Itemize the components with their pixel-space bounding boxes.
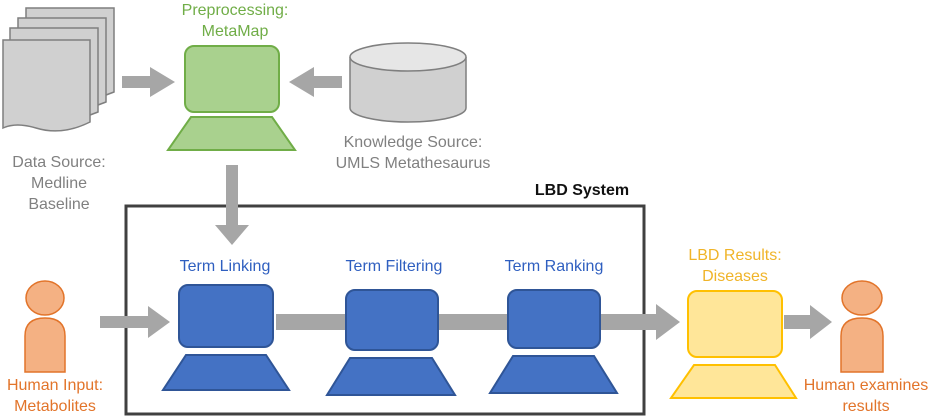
lbd-system-title: LBD System xyxy=(534,182,630,199)
lbd-results-label: LBD Results: Diseases xyxy=(670,245,800,287)
arrow-data-to-preprocessing xyxy=(122,67,175,97)
knowledge-source-label-line2: UMLS Metathesaurus xyxy=(335,155,491,172)
preprocessing-label-line1: Preprocessing: xyxy=(181,2,289,19)
arrow-input-to-linking xyxy=(100,306,170,338)
arrow-knowledge-to-preprocessing xyxy=(289,67,342,97)
database-icon xyxy=(349,42,467,123)
lbd-system-box xyxy=(124,204,646,416)
human-input-label-line2: Metabolites xyxy=(14,398,96,415)
data-source-label-line1: Data Source: xyxy=(12,154,106,171)
pipeline-arrows xyxy=(100,67,832,340)
knowledge-source-label-line1: Knowledge Source: xyxy=(343,134,483,151)
connector-linking-to-filtering xyxy=(276,314,348,330)
lbd-results-label-line2: Diseases xyxy=(702,268,768,285)
human-input-label: Human Input: Metabolites xyxy=(0,375,110,417)
computer-icon-preprocessing xyxy=(166,45,297,151)
data-source-label-line3: Baseline xyxy=(28,196,90,213)
computer-icon-term-linking xyxy=(161,284,291,391)
knowledge-source-label: Knowledge Source: UMLS Metathesaurus xyxy=(318,132,508,174)
connector-filtering-to-ranking xyxy=(436,314,510,330)
data-source-label-line2: Medline xyxy=(30,175,88,192)
person-icon-examiner xyxy=(840,280,884,373)
preprocessing-label-line2: MetaMap xyxy=(201,23,269,40)
human-examines-label-line1: Human examines xyxy=(803,377,929,394)
arrow-preprocessing-to-linking xyxy=(215,165,249,245)
data-source-label: Data Source: Medline Baseline xyxy=(0,152,118,215)
person-icon-input xyxy=(24,280,66,373)
term-ranking-label: Term Ranking xyxy=(504,258,604,275)
arrow-ranking-to-results xyxy=(600,304,680,340)
human-examines-label-line2: results xyxy=(842,398,890,415)
computer-icon-results xyxy=(669,290,798,399)
computer-icon-term-filtering xyxy=(325,289,457,396)
human-examines-label: Human examines results xyxy=(798,375,934,417)
lbd-results-label-line1: LBD Results: xyxy=(688,247,782,264)
arrow-results-to-human xyxy=(784,305,832,339)
document-stack-icon xyxy=(2,7,115,132)
computer-icon-term-ranking xyxy=(488,289,619,394)
term-filtering-label: Term Filtering xyxy=(345,258,443,275)
term-linking-label: Term Linking xyxy=(179,258,271,275)
preprocessing-label: Preprocessing: MetaMap xyxy=(160,0,310,42)
human-input-label-line1: Human Input: xyxy=(6,377,104,394)
